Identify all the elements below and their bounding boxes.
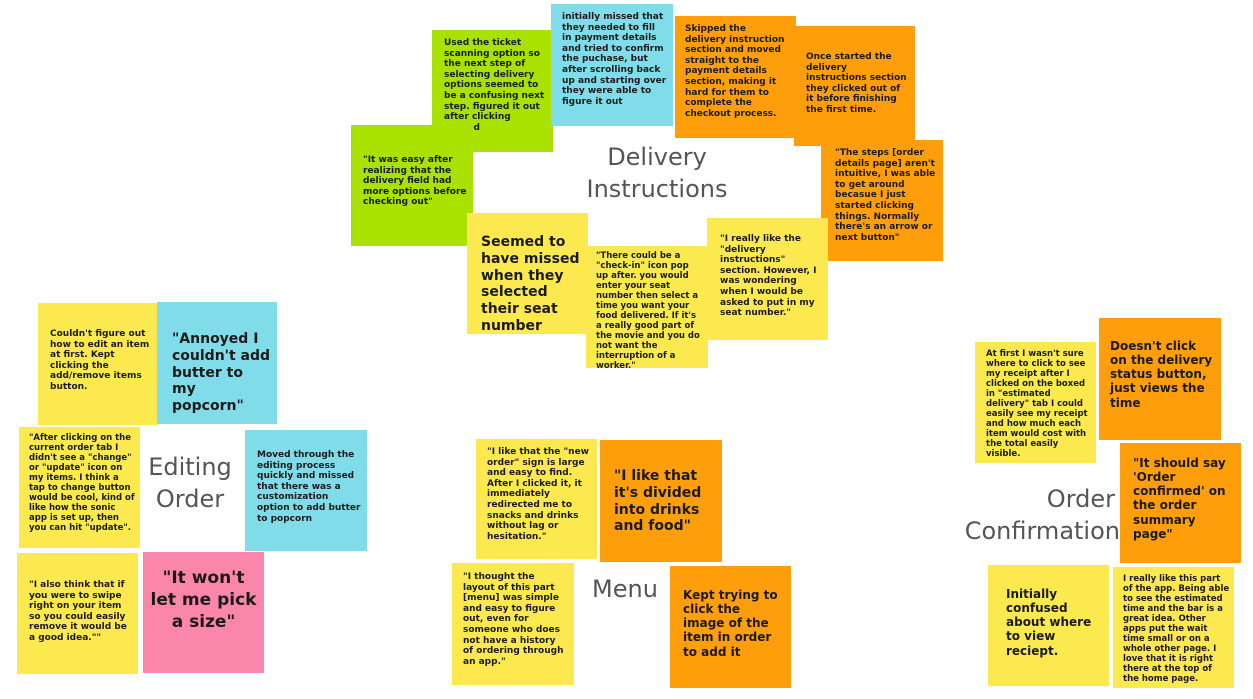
confirmation-title-line2: Confirmation: [964, 517, 1120, 546]
menu-title-text: Menu: [592, 575, 658, 603]
sticky-note-payment-details: initially missed that they needed to fil…: [551, 4, 673, 126]
note-text: "There could be a "check-in" icon pop up…: [596, 251, 700, 368]
sticky-note-check-in-icon: "There could be a "check-in" icon pop up…: [586, 246, 708, 368]
sticky-note-steps-not-intuitive: "The steps [order details page] aren't i…: [821, 140, 943, 261]
note-text: "It should say 'Order confirmed' on the …: [1133, 456, 1226, 541]
note-text: "It won't let me pick a size": [150, 568, 257, 632]
sticky-note-clicked-out: Once started the delivery instructions s…: [794, 26, 915, 146]
note-text: Kept trying to click the image of the it…: [683, 588, 778, 659]
sticky-note-like-delivery: "I really like the "delivery instruction…: [707, 218, 828, 340]
editing-title-line2: Order: [155, 485, 225, 514]
note-text: initially missed that they needed to fil…: [562, 12, 667, 107]
note-text: At first I wasn't sure where to click to…: [986, 349, 1088, 460]
note-text: Couldn't figure out how to edit an item …: [50, 329, 150, 393]
order-confirmation-title: Order Confirmation: [950, 483, 1120, 548]
sticky-note-confused-receipt: Initially confused about where to view r…: [988, 565, 1109, 686]
sticky-note-divided: "I like that it's divided into drinks an…: [600, 440, 722, 562]
sticky-note-new-order-sign: "I like that the "new order" sign is lar…: [476, 439, 597, 559]
sticky-note-receipt-unsure: At first I wasn't sure where to click to…: [975, 342, 1096, 463]
note-text: "After clicking on the current order tab…: [29, 433, 135, 534]
sticky-note-easy-after: "It was easy after realizing that the de…: [351, 125, 473, 246]
sticky-note-wont-pick-size: "It won't let me pick a size": [143, 552, 264, 673]
sticky-note-change-icon: "After clicking on the current order tab…: [19, 427, 140, 548]
note-text: I really like this part of the app. Bein…: [1123, 574, 1230, 685]
note-text: Once started the delivery instructions s…: [806, 52, 907, 116]
sticky-note-skipped-section: Skipped the delivery instruction section…: [675, 16, 796, 138]
sticky-note-like-this-part: I really like this part of the app. Bein…: [1113, 567, 1234, 688]
sticky-note-delivery-status: Doesn't click on the delivery status but…: [1099, 318, 1221, 440]
sticky-note-missed-seat: Seemed to have missed when they selected…: [467, 213, 588, 334]
note-text: Seemed to have missed when they selected…: [481, 234, 580, 334]
note-text: "I like that the "new order" sign is lar…: [487, 447, 590, 542]
sticky-note-kept-trying: Kept trying to click the image of the it…: [670, 566, 791, 688]
sticky-note-order-confirmed: "It should say 'Order confirmed' on the …: [1120, 443, 1241, 563]
confirmation-title-line1: Order: [1046, 485, 1115, 513]
note-text: Moved through the editing process quickl…: [257, 450, 361, 524]
note-text: "I thought the layout of this part [menu…: [463, 572, 564, 667]
note-text: "Annoyed I couldn't add butter to my pop…: [172, 331, 271, 415]
delivery-title-line2: Instructions: [586, 175, 728, 204]
editing-order-title: Editing Order: [130, 451, 250, 516]
note-text: Initially confused about where to view r…: [1006, 587, 1092, 658]
sticky-note-layout-simple: "I thought the layout of this part [menu…: [452, 563, 574, 685]
note-text: "I also think that if you were to swipe …: [29, 580, 127, 644]
sticky-note-couldnt-edit: Couldn't figure out how to edit an item …: [38, 303, 158, 425]
note-text: "I like that it's divided into drinks an…: [614, 468, 702, 535]
sticky-note-moved-through: Moved through the editing process quickl…: [245, 430, 367, 551]
note-text: "It was easy after realizing that the de…: [363, 155, 467, 208]
sticky-note-annoyed-butter: "Annoyed I couldn't add butter to my pop…: [157, 302, 277, 424]
note-text: Used the ticket scanning option so the n…: [444, 38, 545, 133]
note-text: "I really like the "delivery instruction…: [720, 234, 817, 319]
delivery-instructions-title: Delivery Instructions: [562, 141, 752, 206]
menu-title: Menu: [580, 573, 670, 605]
note-text: "The steps [order details page] aren't i…: [835, 148, 936, 243]
note-text: Doesn't click on the delivery status but…: [1110, 339, 1213, 410]
editing-title-line1: Editing: [148, 453, 232, 481]
sticky-note-swipe-right: "I also think that if you were to swipe …: [17, 553, 138, 674]
note-text: Skipped the delivery instruction section…: [685, 24, 785, 119]
delivery-title-line1: Delivery: [607, 143, 707, 171]
